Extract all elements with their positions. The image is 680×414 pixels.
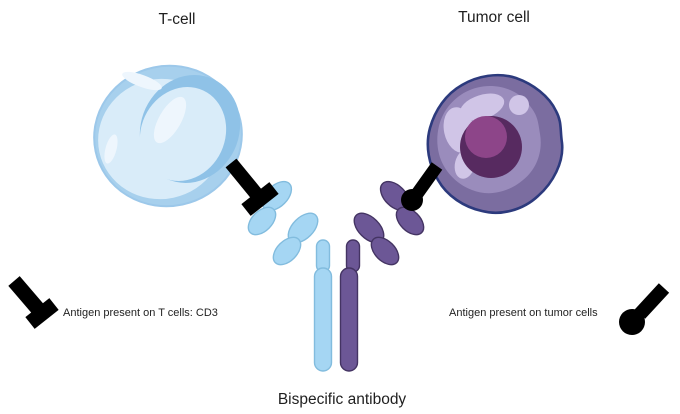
t-cell-illustration	[93, 64, 243, 208]
tumor-cell-label: Tumor cell	[458, 9, 530, 26]
tumor-cell-nucleolus	[465, 116, 507, 158]
antibody-blue-domain	[247, 206, 277, 236]
cd3-connector-stem	[225, 158, 264, 201]
antibody-blue-domain	[272, 236, 302, 266]
tumor-cell-illustration	[426, 73, 564, 215]
t-cell-label: T-cell	[158, 11, 195, 28]
tumor-cell-light-patch	[459, 93, 505, 121]
antibody-anti-cd3-half	[247, 180, 333, 372]
bispecific-antibody-illustration	[247, 180, 425, 372]
cd3-antigen-icon	[8, 276, 59, 329]
t-cell-inner-fill	[139, 87, 227, 181]
cd3-connector-foot	[241, 182, 279, 216]
cd3-antigen-connector	[225, 158, 279, 216]
cd3-icon-foot	[25, 298, 59, 329]
tumor-connector-stem	[411, 162, 443, 198]
legend-left-text: Antigen present on T cells: CD3	[63, 307, 218, 319]
antibody-blue-hinge	[315, 239, 331, 273]
tumor-icon-stem	[634, 283, 670, 319]
bispecific-antibody-label: Bispecific antibody	[278, 391, 407, 408]
cd3-icon-stem	[8, 276, 44, 314]
antibody-purple-domain	[370, 236, 400, 266]
tumor-connector-head	[401, 189, 423, 211]
tumor-antigen-icon	[619, 283, 670, 335]
tumor-icon-head	[619, 309, 645, 335]
antibody-purple-domain	[395, 206, 425, 236]
antibody-blue-stalk	[313, 267, 333, 372]
tumor-cell-highlight-dot	[509, 95, 529, 115]
t-cell-highlight	[104, 134, 118, 164]
tumor-antigen-connector	[401, 162, 443, 211]
antibody-purple-hinge	[345, 239, 361, 273]
t-cell-highlight	[153, 96, 187, 144]
antibody-purple-stalk	[339, 267, 359, 372]
t-cell-highlight	[122, 71, 162, 91]
legend-right-text: Antigen present on tumor cells	[449, 307, 598, 319]
